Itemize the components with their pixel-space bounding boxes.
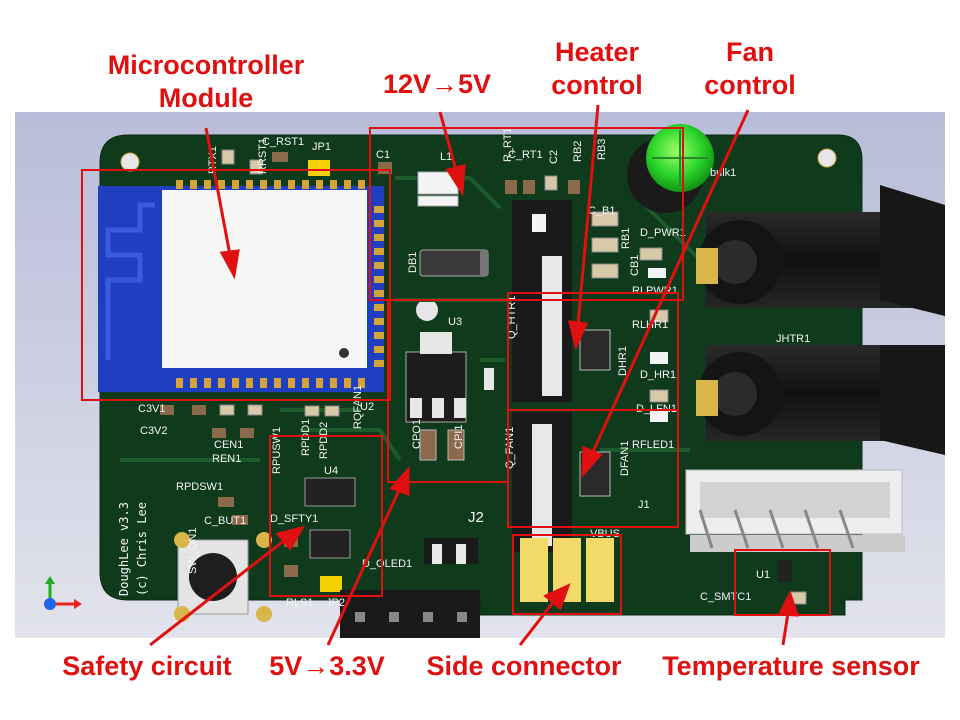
silk-rqfan1: RQFAN1 <box>352 385 364 429</box>
box-side-connector <box>512 534 622 615</box>
silk-rls1: RLS1 <box>286 597 314 609</box>
label-fan-line2: control <box>704 70 796 100</box>
silk-dhr1: DHR1 <box>617 346 629 376</box>
silk-j1: J1 <box>638 499 650 511</box>
silk-cb1: CB1 <box>629 255 641 276</box>
silk-d-oled1: D_OLED1 <box>362 558 412 570</box>
silk-rb2: RB2 <box>572 141 584 162</box>
label-fan-line1: Fan <box>725 37 774 67</box>
box-safety <box>269 435 383 597</box>
silk-d-hr1: D_HR1 <box>640 369 676 381</box>
silk-u3: U3 <box>448 316 462 328</box>
silk-rpdsw1: RPDSW1 <box>176 481 223 493</box>
silk-c-but1: C_BUT1 <box>204 515 246 527</box>
microcontroller-module <box>98 180 384 392</box>
silk-rb1: RB1 <box>620 228 632 249</box>
silk-rpdd1: RPDD1 <box>300 419 312 456</box>
axis-gizmo-icon <box>44 576 82 610</box>
power-jack-1 <box>696 185 945 316</box>
silk-cpi1: CPI1 <box>453 425 465 449</box>
mounting-hole-top-right <box>817 148 837 168</box>
silk-l1: L1 <box>440 151 452 163</box>
label-microcontroller-line2: Module <box>158 83 254 113</box>
smd-components <box>160 149 807 605</box>
label-safety-circuit: Safety circuit <box>62 651 232 681</box>
label-heater-line1: Heater <box>554 37 640 67</box>
silk-c3v1: C3V1 <box>138 403 166 415</box>
mounting-hole-top-left <box>120 152 140 172</box>
box-12v-5v <box>369 127 684 301</box>
silk-c1: C1 <box>376 149 390 161</box>
power-button-sw-on1 <box>174 532 272 622</box>
silk-jp2: JP2 <box>326 597 345 609</box>
callout-arrows <box>149 104 800 647</box>
silk-copyright: (c) Chris Lee <box>135 502 149 596</box>
fan-connector-j1 <box>685 469 905 552</box>
silk-c2: C2 <box>548 150 560 164</box>
silk-rfled1: RFLED1 <box>632 439 674 451</box>
silk-u4: U4 <box>324 465 338 477</box>
silk-c-rt1: C_RT1 <box>508 149 543 161</box>
silk-r-rt1: R_RT1 <box>502 127 514 162</box>
silk-q-fan1: Q_FAN1 <box>504 427 516 469</box>
silk-dfan1: DFAN1 <box>619 441 631 476</box>
label-side-connector: Side connector <box>426 651 622 681</box>
label-temperature-sensor: Temperature sensor <box>662 651 920 681</box>
power-jack-2 <box>696 345 945 455</box>
oled-socket <box>340 590 480 638</box>
silk-board-name: DoughLee v3.3 <box>117 502 131 596</box>
label-heater-line2: control <box>551 70 643 100</box>
silk-c-rst1: C_RST1 <box>262 136 304 148</box>
silk-bulk1: bulk1 <box>710 167 736 179</box>
silk-cen1: CEN1 <box>214 439 243 451</box>
box-microcontroller <box>81 169 391 401</box>
silk-d-pwr1: D_PWR1 <box>640 227 686 239</box>
silk-cpo1: CPO1 <box>411 419 423 449</box>
silk-c3v2: C3V2 <box>140 425 168 437</box>
silk-jp1: JP1 <box>312 141 331 153</box>
label-12v-5v: 12V→5V <box>382 69 492 99</box>
silk-d-sfty1: D_SFTY1 <box>270 513 318 525</box>
mounting-hole-center <box>416 299 438 321</box>
label-fan-control: Fan control <box>690 36 810 102</box>
label-microcontroller-line1: Microcontroller <box>107 50 305 80</box>
silk-u1: U1 <box>756 569 770 581</box>
silk-rb3: RB3 <box>596 139 608 160</box>
silk-c-smtc1: C_SMTC1 <box>700 591 751 603</box>
silk-rrst1: RRST1 <box>257 138 269 174</box>
silk-rlpwr1: RLPWR1 <box>632 285 678 297</box>
box-5v-3v3 <box>387 299 509 483</box>
label-microcontroller: Microcontroller Module <box>98 49 314 115</box>
callout-boxes <box>81 127 831 616</box>
silk-jhtr1: JHTR1 <box>776 333 810 345</box>
silk-u2: U2 <box>360 401 374 413</box>
header-j2 <box>424 538 478 564</box>
fan-mosfet <box>512 412 611 552</box>
silk-c-b1: C_B1 <box>588 205 616 217</box>
silk-db1: DB1 <box>407 252 419 273</box>
label-heater-control: Heater control <box>532 36 662 102</box>
side-connector-pads <box>520 538 614 602</box>
silk-sw-on1: SW_ON1 <box>187 528 199 574</box>
label-5v-3v3: 5V→3.3V <box>269 651 385 681</box>
silk-rpusw1: RPUSW1 <box>271 427 283 474</box>
heater-mosfet <box>512 232 611 402</box>
silk-ren1: REN1 <box>212 453 241 465</box>
silk-j2: J2 <box>468 509 484 526</box>
silk-rpdd2: RPDD2 <box>318 422 330 459</box>
